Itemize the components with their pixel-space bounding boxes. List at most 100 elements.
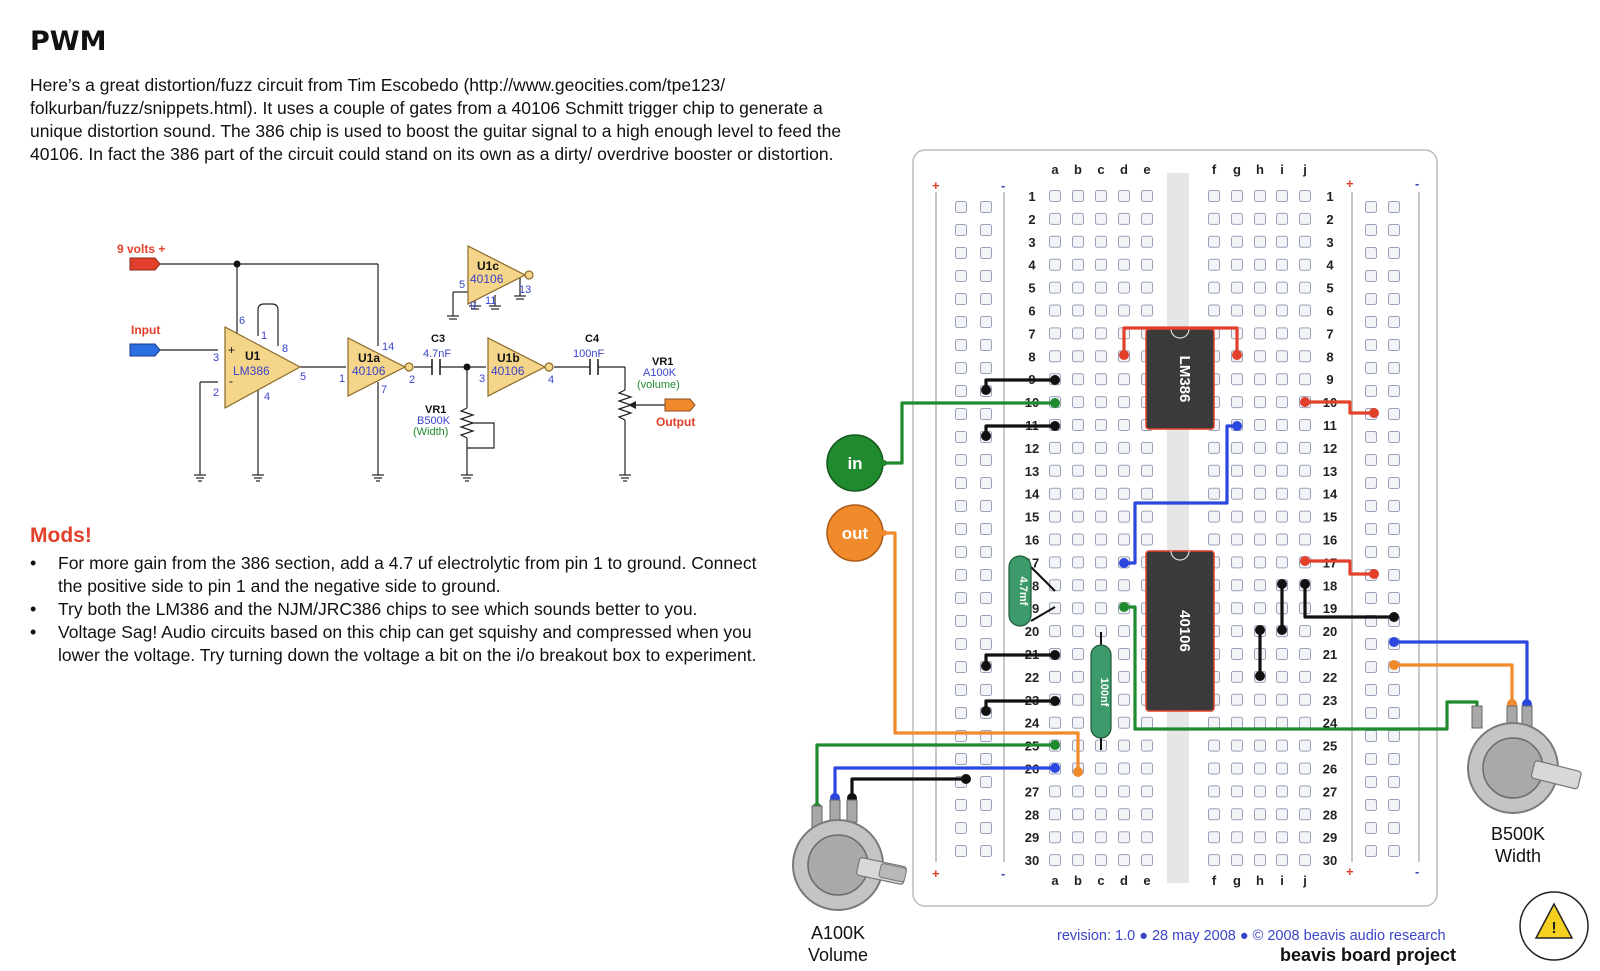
breadboard-hole bbox=[1276, 373, 1288, 386]
breadboard-hole bbox=[1388, 500, 1400, 512]
jack-in[interactable]: in bbox=[826, 434, 887, 492]
breadboard-hole bbox=[1299, 327, 1311, 340]
row-number: 3 bbox=[1326, 235, 1333, 250]
breadboard-hole bbox=[1276, 396, 1288, 409]
row-number: 16 bbox=[1025, 533, 1039, 548]
row-number: 26 bbox=[1323, 762, 1337, 777]
breadboard-hole bbox=[1049, 716, 1061, 729]
breadboard-hole bbox=[1118, 693, 1130, 706]
breadboard-hole bbox=[1276, 762, 1288, 775]
row-number: 27 bbox=[1025, 784, 1039, 799]
breadboard-hole bbox=[980, 454, 992, 466]
column-label: b bbox=[1074, 873, 1082, 888]
breadboard-hole bbox=[1118, 419, 1130, 431]
breadboard-hole bbox=[1095, 854, 1107, 867]
breadboard-hole bbox=[1049, 464, 1061, 477]
breadboard-hole bbox=[1095, 785, 1107, 798]
row-number: 21 bbox=[1323, 647, 1337, 662]
breadboard-hole bbox=[1299, 464, 1311, 477]
row-number: 28 bbox=[1323, 807, 1337, 822]
breadboard-hole bbox=[1095, 441, 1107, 454]
column-label: h bbox=[1256, 873, 1264, 888]
breadboard-hole bbox=[1299, 648, 1311, 660]
breadboard-hole bbox=[1276, 693, 1288, 706]
breadboard-hole bbox=[1049, 350, 1061, 363]
breadboard-hole bbox=[1049, 441, 1061, 454]
breadboard-hole bbox=[1049, 625, 1061, 638]
jack-out[interactable]: out bbox=[826, 504, 887, 562]
breadboard-hole bbox=[1276, 510, 1288, 523]
breadboard-hole bbox=[1118, 281, 1130, 294]
breadboard-hole bbox=[1299, 419, 1311, 431]
column-label: j bbox=[1302, 873, 1307, 888]
breadboard-hole bbox=[1118, 739, 1130, 752]
u1-pin8: 8 bbox=[282, 343, 288, 355]
breadboard-hole bbox=[1095, 510, 1107, 523]
row-number: 6 bbox=[1326, 304, 1333, 319]
row-number: 7 bbox=[1326, 326, 1333, 341]
breadboard-hole bbox=[955, 385, 967, 397]
row-number: 20 bbox=[1323, 624, 1337, 639]
u1b-pin4: 4 bbox=[548, 374, 554, 386]
pot-width[interactable] bbox=[1467, 705, 1582, 814]
breadboard-hole bbox=[1299, 441, 1311, 454]
breadboard-hole bbox=[1072, 212, 1084, 225]
breadboard-hole bbox=[1231, 670, 1243, 683]
breadboard-hole bbox=[1365, 201, 1377, 213]
breadboard-hole bbox=[1049, 533, 1061, 546]
column-label: f bbox=[1212, 162, 1217, 177]
breadboard-hole bbox=[1299, 808, 1311, 821]
breadboard-holes bbox=[955, 190, 1400, 867]
vr1-volume-role: (volume) bbox=[637, 379, 680, 391]
breadboard-hole bbox=[1118, 235, 1130, 248]
breadboard-hole bbox=[1365, 776, 1377, 788]
column-label: c bbox=[1097, 162, 1104, 177]
breadboard-hole bbox=[1208, 258, 1220, 271]
breadboard-hole bbox=[1299, 350, 1311, 363]
breadboard-hole bbox=[1072, 556, 1084, 569]
breadboard-hole bbox=[1299, 487, 1311, 500]
breadboard-hole bbox=[1365, 385, 1377, 397]
breadboard-hole bbox=[1049, 304, 1061, 317]
breadboard-hole bbox=[1231, 190, 1243, 202]
row-number: 7 bbox=[1028, 326, 1035, 341]
breadboard-hole bbox=[1141, 854, 1153, 867]
breadboard-hole bbox=[1072, 190, 1084, 202]
rail-plus-bottom-left: + bbox=[932, 866, 940, 881]
breadboard-hole bbox=[1208, 281, 1220, 294]
breadboard-hole bbox=[1276, 808, 1288, 821]
breadboard-hole bbox=[1299, 281, 1311, 294]
breadboard-hole bbox=[1072, 419, 1084, 431]
breadboard-hole bbox=[1254, 487, 1266, 500]
u1a-pin2: 2 bbox=[409, 374, 415, 386]
breadboard-hole bbox=[1254, 327, 1266, 340]
u1-plus: + bbox=[228, 343, 235, 357]
row-number: 14 bbox=[1323, 487, 1338, 502]
breadboard-hole bbox=[1072, 235, 1084, 248]
column-label: g bbox=[1233, 873, 1241, 888]
vr1-width-symbol bbox=[459, 407, 475, 439]
breadboard-hole bbox=[1231, 373, 1243, 386]
breadboard-hole bbox=[1254, 602, 1266, 615]
breadboard-hole bbox=[1231, 625, 1243, 638]
beavis-logo: ! bbox=[1519, 891, 1589, 961]
cap-film-label: 100nf bbox=[1098, 678, 1110, 707]
pot-volume[interactable] bbox=[792, 799, 907, 911]
breadboard-hole bbox=[955, 569, 967, 581]
breadboard-hole bbox=[980, 638, 992, 650]
breadboard-hole bbox=[1118, 831, 1130, 844]
breadboard-hole bbox=[955, 339, 967, 351]
breadboard-hole bbox=[1365, 270, 1377, 282]
breadboard-hole bbox=[1231, 556, 1243, 569]
breadboard-hole bbox=[1072, 854, 1084, 867]
output-label: Output bbox=[656, 415, 695, 429]
breadboard-hole bbox=[1095, 258, 1107, 271]
row-number: 22 bbox=[1025, 670, 1039, 685]
pot-volume-role: Volume bbox=[807, 945, 869, 965]
breadboard-hole bbox=[1231, 487, 1243, 500]
breadboard-hole bbox=[1276, 441, 1288, 454]
breadboard-hole bbox=[1388, 316, 1400, 328]
breadboard-hole bbox=[1118, 625, 1130, 638]
breadboard-hole bbox=[1365, 477, 1377, 489]
